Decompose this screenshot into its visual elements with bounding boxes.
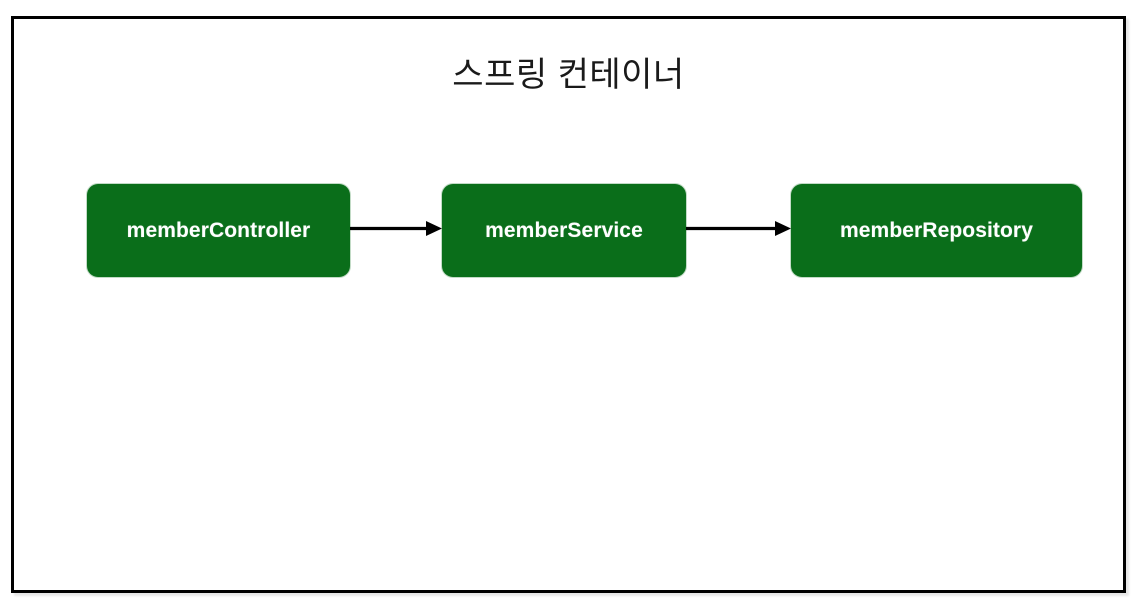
- bean-label: memberController: [126, 218, 311, 242]
- arrow-icon-service-to-repository: [686, 221, 791, 236]
- bean-node-member-service[interactable]: memberService: [442, 184, 686, 277]
- page-title: 스프링 컨테이너: [452, 56, 685, 94]
- spring-container-frame: 스프링 컨테이너 memberController memberService …: [11, 16, 1126, 593]
- bean-label: memberService: [485, 218, 643, 242]
- bean-label: memberRepository: [840, 218, 1033, 242]
- bean-node-member-repository[interactable]: memberRepository: [791, 184, 1082, 277]
- arrow-icon-controller-to-service: [350, 221, 442, 236]
- bean-node-member-controller[interactable]: memberController: [87, 184, 350, 277]
